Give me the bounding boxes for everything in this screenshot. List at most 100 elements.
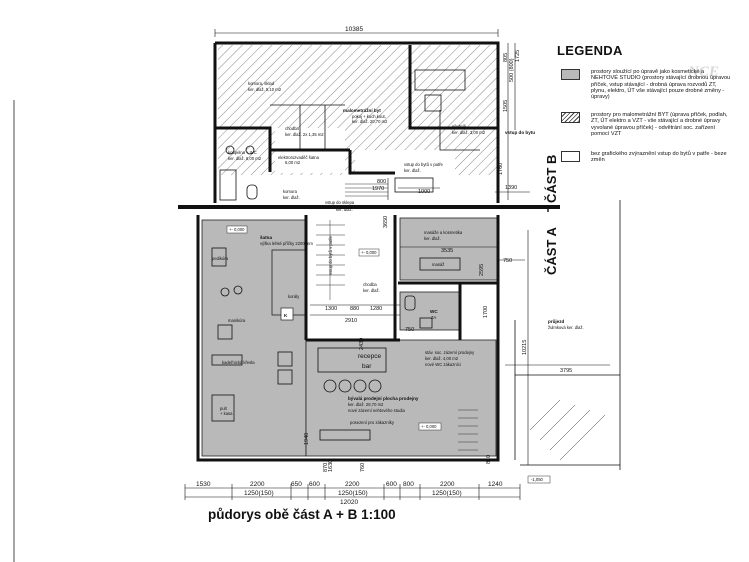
legend-title: LEGENDA bbox=[557, 43, 623, 58]
dim-b4: 600 bbox=[309, 481, 320, 488]
room-byt-label: malometrážní byt bbox=[343, 108, 381, 113]
room-masaz-label: masáž bbox=[432, 262, 444, 267]
room-prodejna-label: bývalá prodejní plocha prodejny bbox=[348, 396, 419, 401]
dim-10215: 10215 bbox=[522, 340, 528, 355]
dim-b7: 800 bbox=[403, 481, 414, 488]
dim-2910: 2910 bbox=[345, 318, 357, 324]
dim-r4: 1505 bbox=[503, 100, 509, 112]
room-komora-label: komora, sklad bbox=[248, 81, 275, 86]
room-soc-sub2: nové WC zákazníci bbox=[425, 362, 461, 367]
dim-2595: 2595 bbox=[479, 264, 485, 276]
dim-b9: 1240 bbox=[488, 481, 503, 488]
entry-patre-label: vstup do bytů v patře bbox=[404, 162, 444, 167]
room-koupelna-sub: ker. dlaž. 6,00 m2 bbox=[228, 156, 262, 161]
dim-810: 810 bbox=[486, 455, 492, 464]
dim-1940: 1940 bbox=[304, 433, 310, 445]
dim-b8: 2200 bbox=[440, 481, 455, 488]
room-chodba-b-label: chodba bbox=[285, 126, 299, 131]
room-predsin-sub: ker. dlaž. 3,00 m2 bbox=[452, 130, 486, 135]
room-komora-sub: ker. dlaž. 9,10 m2 bbox=[248, 87, 282, 92]
section-a-label: ČÁST A bbox=[544, 226, 559, 275]
dim-r5: 1760 bbox=[498, 163, 504, 175]
room-predsin-label: předsíň bbox=[452, 124, 467, 129]
entry-sklep-sub: ker. dlaž. bbox=[336, 207, 353, 212]
room-masaze-sub: ker. dlaž. bbox=[424, 236, 441, 241]
dim-3535: 3535 bbox=[441, 248, 453, 254]
room-satna-sub: výška lehké příčky 2200 mm bbox=[260, 241, 313, 246]
dim-760: 760 bbox=[360, 463, 366, 472]
entry-patre2-label: vstup do bytů v patře bbox=[328, 235, 333, 275]
room-recepce-label: recepce bbox=[358, 353, 382, 360]
grey-shop-area bbox=[305, 339, 497, 457]
dim-b5: 2200 bbox=[345, 481, 360, 488]
dim-b1: 1530 bbox=[196, 481, 211, 488]
drawing-title: půdorys obě část A + B 1:100 bbox=[208, 507, 396, 522]
dim-750b: 750 bbox=[405, 327, 414, 333]
dim-r2: 1725 bbox=[515, 50, 521, 62]
room-pult2-label: + kasa bbox=[220, 411, 233, 416]
room-koupelna-label: koupelna + WC bbox=[228, 150, 257, 155]
dim-1700: 1700 bbox=[483, 306, 489, 318]
legend-text-grey: prostory sloužící po úpravě jako kosmeti… bbox=[591, 69, 731, 101]
room-kadernicka-label: kadeřnická křesla bbox=[222, 360, 255, 365]
dim-bs1: 1250(150) bbox=[244, 490, 274, 497]
dimension-lines bbox=[184, 29, 610, 500]
room-wc-label: WC bbox=[430, 309, 438, 314]
room-komora2-sub: ker. dlaž. bbox=[283, 195, 300, 200]
dim-r3: 500 (800) bbox=[509, 58, 515, 82]
room-pult-label: pult bbox=[220, 406, 228, 411]
room-komora2-label: komora bbox=[283, 189, 298, 194]
level-satna: +- 0,000 bbox=[229, 227, 245, 232]
room-masaze-label: masáže a kosmetika bbox=[424, 230, 463, 235]
dim-750: 750 bbox=[503, 258, 512, 264]
grey-wc bbox=[399, 291, 461, 331]
room-manikura-label: manikúra bbox=[228, 318, 246, 323]
dim-2430: 2430 bbox=[359, 338, 365, 350]
entry-sklep-label: vstup do sklepa bbox=[325, 200, 355, 205]
dim-top: 10385 bbox=[345, 26, 363, 33]
part-b-apartment bbox=[213, 41, 500, 203]
dim-bs3: 1250(150) bbox=[432, 490, 462, 497]
dim-1630: 1630 bbox=[328, 460, 334, 472]
section-b-label: ČÁST B bbox=[544, 155, 559, 203]
watermark-text: NCE bbox=[688, 64, 719, 80]
dim-b2: 2200 bbox=[250, 481, 265, 488]
room-chodba-a-label: chodba bbox=[363, 282, 377, 287]
dim-b3: 650 bbox=[291, 481, 302, 488]
room-wc-sub: ZA bbox=[431, 315, 437, 320]
room-prodejna-sub1: ker. dlaž. 28,70 m2 bbox=[348, 402, 384, 407]
room-posezeni-label: posezení pro zákazníky bbox=[350, 420, 395, 425]
dim-1280: 1280 bbox=[370, 306, 382, 312]
dim-870: 870 bbox=[323, 463, 329, 472]
dim-total: 12020 bbox=[340, 499, 358, 506]
room-byt-sub1: pokoj + kuch.kout, bbox=[352, 114, 386, 119]
level-exterior: -1,050 bbox=[531, 477, 544, 482]
room-bar-label: bar bbox=[362, 363, 372, 370]
dim-800: 800 bbox=[377, 179, 386, 185]
room-koraly-label: korály bbox=[288, 294, 300, 299]
level-shop: +- 0,000 bbox=[421, 424, 437, 429]
dim-3650: 3650 bbox=[383, 216, 389, 228]
entry-patre-sub: ker. dlaž. bbox=[404, 168, 421, 173]
room-prodejna-sub2: nové zázemí nehtového studia bbox=[348, 408, 405, 413]
room-satna-label: šatna bbox=[260, 235, 272, 240]
entry-byt-label: vstup do bytu bbox=[505, 130, 535, 135]
room-k-label: K bbox=[284, 313, 288, 318]
dim-1000: 1000 bbox=[418, 189, 430, 195]
room-soc-label: stáv. soc. zázemí prodejny bbox=[425, 350, 475, 355]
legend-text-white: bez grafického zvýraznění vstup do bytů … bbox=[591, 151, 727, 164]
room-chodba-a-sub: ker. dlaž. bbox=[363, 288, 380, 293]
dim-b6: 600 bbox=[386, 481, 397, 488]
legend-swatch-grey bbox=[561, 69, 580, 80]
legend-text-hatch: prostory pro malometrážní BYT (úprava př… bbox=[591, 112, 728, 137]
dim-3795: 3795 bbox=[560, 368, 572, 374]
dim-1970: 1970 bbox=[372, 186, 384, 192]
dim-r1: 805 bbox=[503, 53, 509, 62]
dim-r6: 1390 bbox=[505, 185, 517, 191]
room-rozvadec-sub: 6,00 m2 bbox=[285, 160, 301, 165]
room-pedikura-label: pedikúra bbox=[212, 256, 229, 261]
prujezd-sub: žulmková ker. dlaž. bbox=[548, 325, 584, 330]
room-soc-sub1: ker. dlaž. 4,00 m2 bbox=[425, 356, 459, 361]
part-a-studio bbox=[196, 200, 621, 470]
